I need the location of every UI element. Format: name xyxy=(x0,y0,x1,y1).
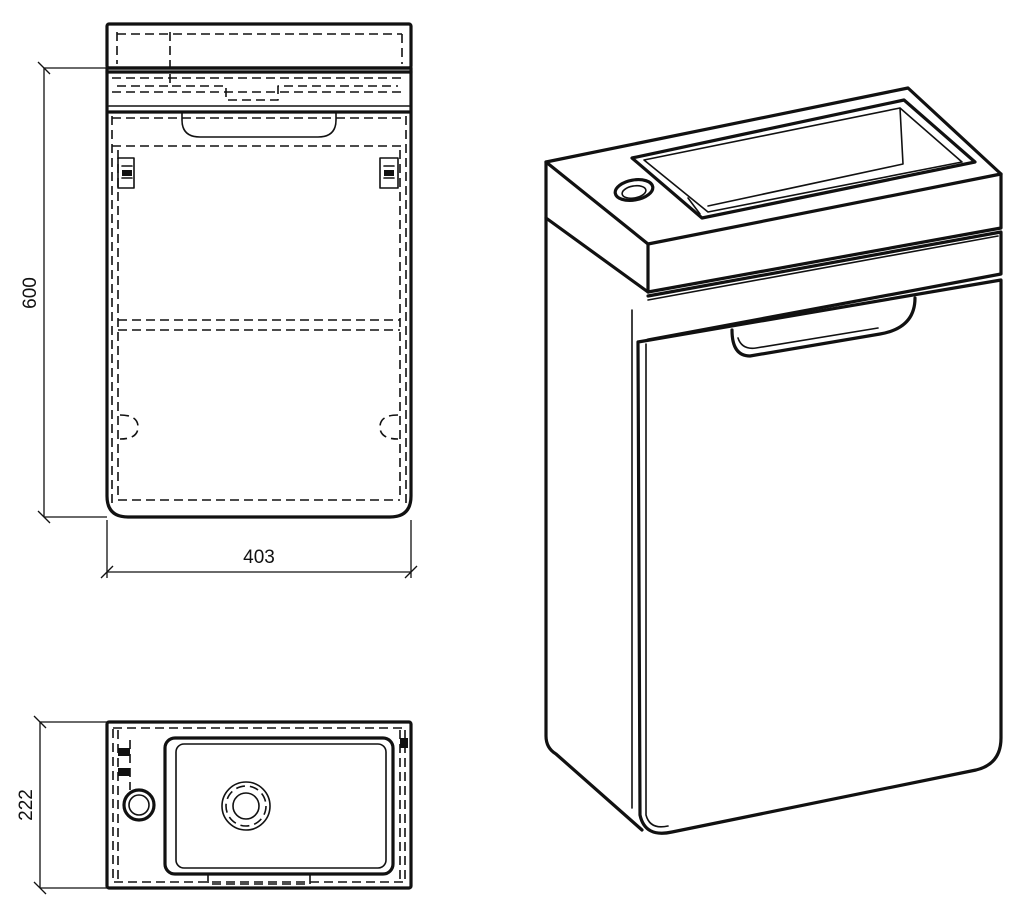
top-view-tap-hole xyxy=(122,788,156,822)
iso-tap-hole xyxy=(613,178,655,202)
top-view-drain xyxy=(221,781,271,831)
front-basin-top xyxy=(105,22,413,70)
top-view-outline xyxy=(105,720,413,890)
front-shelf-hidden xyxy=(118,319,400,331)
height-dimension-label: 600 xyxy=(20,277,41,309)
iso-handle-cutout xyxy=(730,296,917,358)
width-dimension-label: 403 xyxy=(243,547,275,568)
iso-cabinet-front-door xyxy=(636,278,1003,835)
iso-drawer-band xyxy=(646,230,1003,342)
top-view xyxy=(105,720,413,890)
depth-dimension: 222 xyxy=(16,715,107,895)
front-view xyxy=(105,22,413,519)
height-dimension: 600 xyxy=(20,61,107,524)
front-basin-hidden-lines xyxy=(116,32,403,101)
top-view-basin-bowl xyxy=(163,736,395,876)
front-hinges-top xyxy=(117,157,399,189)
front-hinges-bottom xyxy=(119,414,399,440)
width-dimension: 403 xyxy=(100,520,418,579)
iso-basin-top xyxy=(544,86,1003,246)
isometric-view xyxy=(544,86,1003,835)
iso-cabinet-side xyxy=(544,216,644,832)
front-cabinet-outline xyxy=(105,66,413,519)
depth-dimension-label: 222 xyxy=(16,789,37,821)
front-handle-cutout xyxy=(181,111,337,138)
iso-basin-bowl xyxy=(630,98,977,220)
